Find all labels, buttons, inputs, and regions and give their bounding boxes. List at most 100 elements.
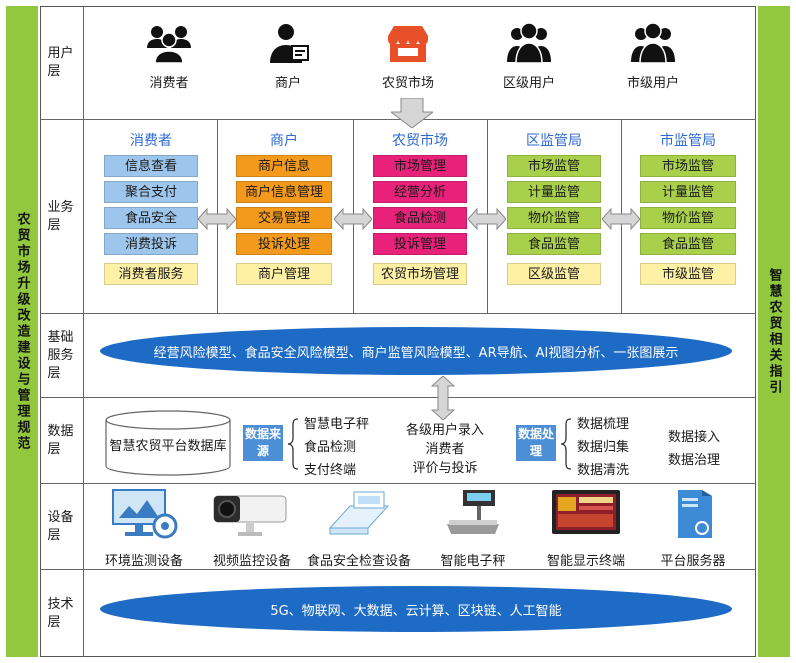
data-access-item: 数据接入	[668, 430, 721, 445]
business-footer: 市级监管	[640, 263, 736, 285]
right-banner: 智慧农贸相关指引	[758, 6, 790, 657]
consumer-input-line: 各级用户录入	[405, 423, 484, 438]
device-env-monitor: 环境监测设备	[98, 488, 190, 569]
business-title-city: 市监管局	[660, 133, 716, 149]
user-city: 市级用户	[608, 22, 698, 91]
consumer-input-line: 评价与投诉	[412, 461, 478, 476]
city-users-icon	[631, 22, 675, 64]
device-display: 智能显示终端	[538, 488, 634, 569]
data-source-item: 智慧电子秤	[304, 417, 370, 432]
business-item: 食品监管	[507, 233, 601, 255]
data-process-item: 数据梳理	[577, 417, 630, 432]
business-item: 食品安全	[104, 207, 198, 229]
business-title-merchant: 商户	[270, 133, 298, 149]
foundation-layer	[40, 314, 756, 398]
user-consumer: 消费者	[124, 22, 214, 91]
user-label-district: 区级用户	[502, 76, 555, 91]
database-label: 智慧农贸平台数据库	[109, 439, 227, 454]
data-access-item: 数据治理	[668, 453, 721, 468]
user-layer-label: 用户层	[40, 6, 84, 120]
smart-display-icon	[552, 490, 620, 534]
device-scale: 智能电子秤	[432, 488, 514, 569]
business-item: 投诉处理	[236, 233, 332, 255]
double-arrow-icon	[198, 208, 236, 230]
device-layer	[40, 484, 756, 570]
business-item: 市场管理	[373, 155, 467, 177]
diagram-frame	[40, 6, 756, 657]
user-merchant: 商户	[243, 22, 333, 91]
environment-monitor-icon	[112, 489, 178, 539]
double-arrow-icon	[334, 208, 372, 230]
merchant-icon	[270, 24, 309, 63]
double-arrow-icon	[602, 208, 640, 230]
user-district: 区级用户	[484, 22, 574, 91]
tech-ellipse: 5G、物联网、大数据、云计算、区块链、人工智能	[100, 586, 732, 632]
device-layer-label: 设备层	[40, 484, 84, 570]
business-item: 交易管理	[236, 207, 332, 229]
device-video: 视频监控设备	[203, 488, 301, 569]
right-banner-text: 智慧农贸相关指引	[766, 267, 782, 396]
business-item: 消费投诉	[104, 233, 198, 255]
security-camera-icon	[213, 495, 287, 536]
business-item: 商户信息	[236, 155, 332, 177]
brace-icon	[560, 418, 572, 470]
data-source-tag: 数据来源	[243, 425, 283, 461]
business-footer: 区级监管	[507, 263, 601, 285]
consumer-group-icon	[147, 26, 191, 64]
device-server: 平台服务器	[652, 488, 734, 569]
business-item: 物价监管	[640, 207, 736, 229]
business-item: 信息查看	[104, 155, 198, 177]
foundation-ellipse: 经营风险模型、食品安全风险模型、商户监管风险模型、AR导航、AI视图分析、一张图…	[100, 327, 732, 375]
double-arrow-icon	[468, 208, 506, 230]
business-footer: 商户管理	[236, 263, 332, 285]
business-item: 计量监管	[507, 181, 601, 203]
user-label-merchant: 商户	[274, 76, 301, 91]
business-item: 市场监管	[640, 155, 736, 177]
consumer-input-line: 消费者	[425, 442, 465, 457]
business-item: 市场监管	[507, 155, 601, 177]
device-label: 视频监控设备	[212, 554, 291, 569]
left-banner: 农贸市场升级改造建设与管理规范	[6, 6, 38, 657]
business-title-consumer: 消费者	[130, 133, 172, 149]
data-source-item: 支付终端	[304, 463, 357, 478]
data-process-item: 数据归集	[577, 440, 630, 455]
electronic-scale-icon	[447, 490, 499, 534]
user-layer	[40, 6, 756, 120]
vertical-double-arrow-icon	[431, 376, 455, 420]
user-label-consumer: 消费者	[149, 76, 189, 91]
data-layer	[40, 398, 756, 484]
server-icon	[678, 490, 712, 538]
business-item: 商户信息管理	[236, 181, 332, 203]
business-footer: 消费者服务	[104, 263, 198, 285]
device-label: 平台服务器	[660, 554, 726, 569]
business-layer	[40, 120, 756, 314]
business-layer-label: 业务层	[40, 120, 84, 314]
brace-icon	[287, 418, 299, 470]
food-safety-tester-icon	[328, 491, 390, 535]
data-process-item: 数据清洗	[577, 463, 630, 478]
business-item: 食品检测	[373, 207, 467, 229]
left-banner-text: 农贸市场升级改造建设与管理规范	[14, 211, 30, 452]
business-item: 物价监管	[507, 207, 601, 229]
foundation-text: 经营风险模型、食品安全风险模型、商户监管风险模型、AR导航、AI视图分析、一张图…	[153, 345, 679, 361]
tech-text: 5G、物联网、大数据、云计算、区块链、人工智能	[270, 603, 562, 619]
database-cylinder-icon	[105, 410, 231, 476]
device-label: 智能电子秤	[440, 554, 506, 569]
district-users-icon	[507, 22, 551, 64]
business-title-district: 区监管局	[526, 133, 582, 149]
device-label: 环境监测设备	[104, 554, 183, 569]
data-process-tag: 数据处理	[516, 425, 556, 461]
device-food-check: 食品安全检查设备	[303, 488, 415, 569]
tech-layer-label: 技术层	[40, 570, 84, 657]
market-store-icon	[388, 26, 428, 62]
business-item: 聚合支付	[104, 181, 198, 203]
user-label-market: 农贸市场	[381, 76, 434, 91]
business-item: 投诉管理	[373, 233, 467, 255]
business-item: 计量监管	[640, 181, 736, 203]
down-arrow-icon	[391, 98, 433, 128]
user-market: 农贸市场	[363, 22, 453, 91]
device-label: 智能显示终端	[546, 554, 625, 569]
business-footer: 农贸市场管理	[373, 263, 467, 285]
user-label-city: 市级用户	[626, 76, 679, 91]
business-item: 食品监管	[640, 233, 736, 255]
